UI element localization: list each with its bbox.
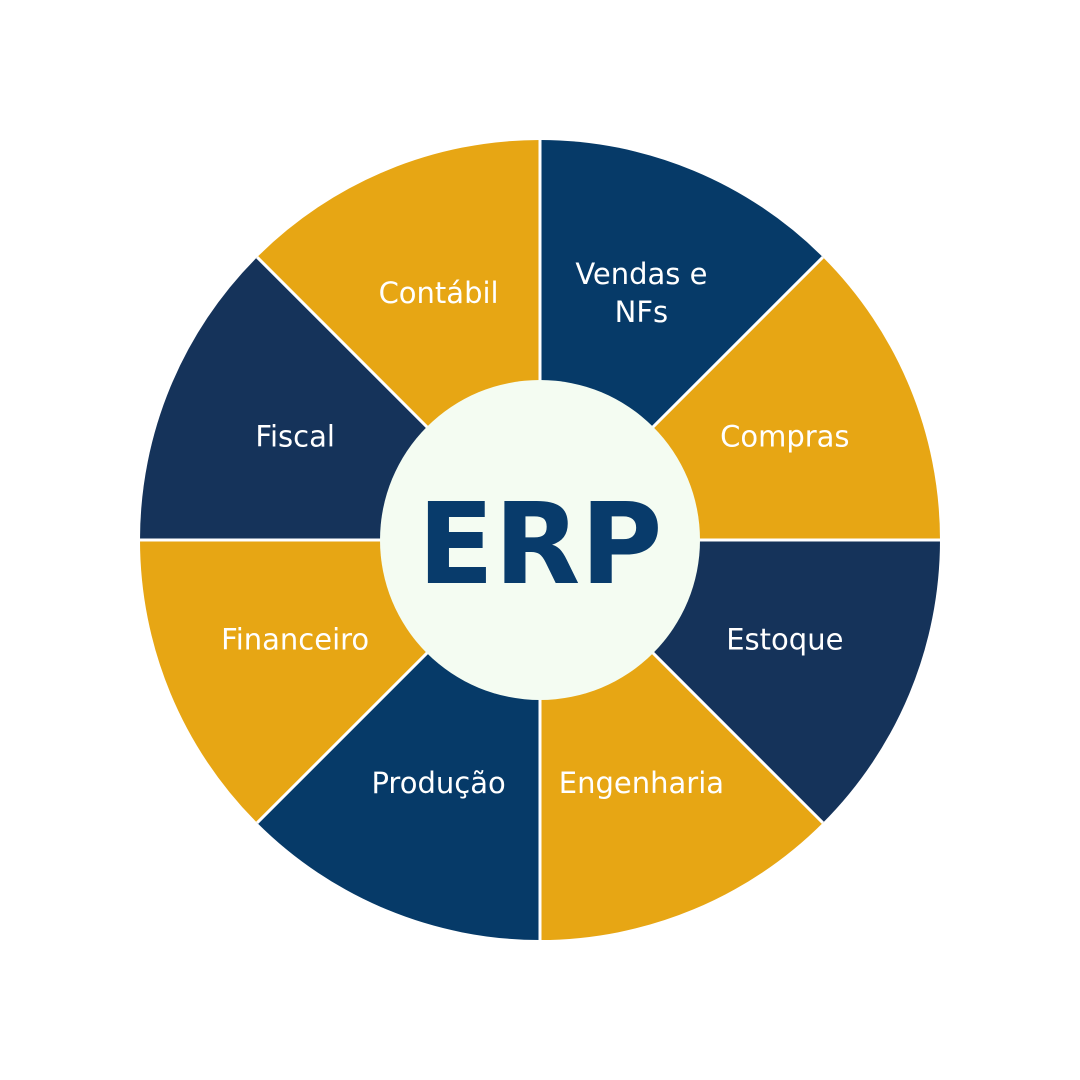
segment-label-0: Vendas e NFs <box>575 257 707 329</box>
segment-label-line: Financeiro <box>221 622 369 656</box>
segment-label-5: Financeiro <box>221 622 369 656</box>
segment-label-line: Produção <box>371 766 505 800</box>
segment-label-line: Contábil <box>379 276 499 310</box>
center-label: ERP <box>418 480 663 610</box>
segment-label-line: Estoque <box>726 622 843 656</box>
segment-label-line: NFs <box>615 295 668 329</box>
segment-label-3: Engenharia <box>559 766 724 800</box>
segment-label-2: Estoque <box>726 622 843 656</box>
segment-label-4: Produção <box>371 766 505 800</box>
segment-label-6: Fiscal <box>255 420 335 454</box>
center-circle <box>380 380 700 700</box>
segment-label-line: Vendas e <box>575 257 707 291</box>
segment-label-1: Compras <box>720 420 849 454</box>
segment-label-line: Engenharia <box>559 766 724 800</box>
segment-label-line: Compras <box>720 420 849 454</box>
segment-label-line: Fiscal <box>255 420 335 454</box>
segment-label-7: Contábil <box>379 276 499 310</box>
